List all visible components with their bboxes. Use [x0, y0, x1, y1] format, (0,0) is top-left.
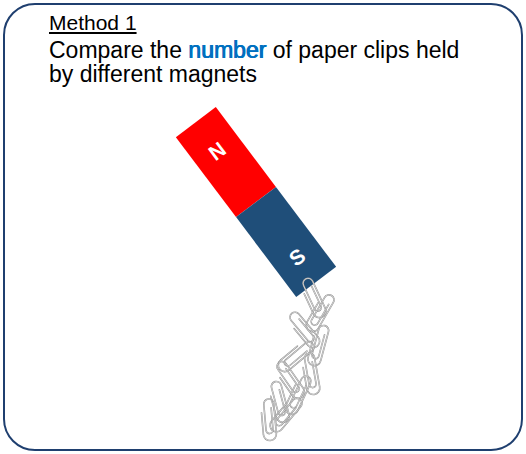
- paper-clips: [260, 277, 335, 441]
- bar-magnet: [176, 107, 336, 297]
- method-panel: Method 1Compare the number of paper clip…: [3, 3, 523, 451]
- method-heading: Method 1: [49, 10, 501, 36]
- instruction-text: Compare the number of paper clips held b…: [49, 38, 469, 86]
